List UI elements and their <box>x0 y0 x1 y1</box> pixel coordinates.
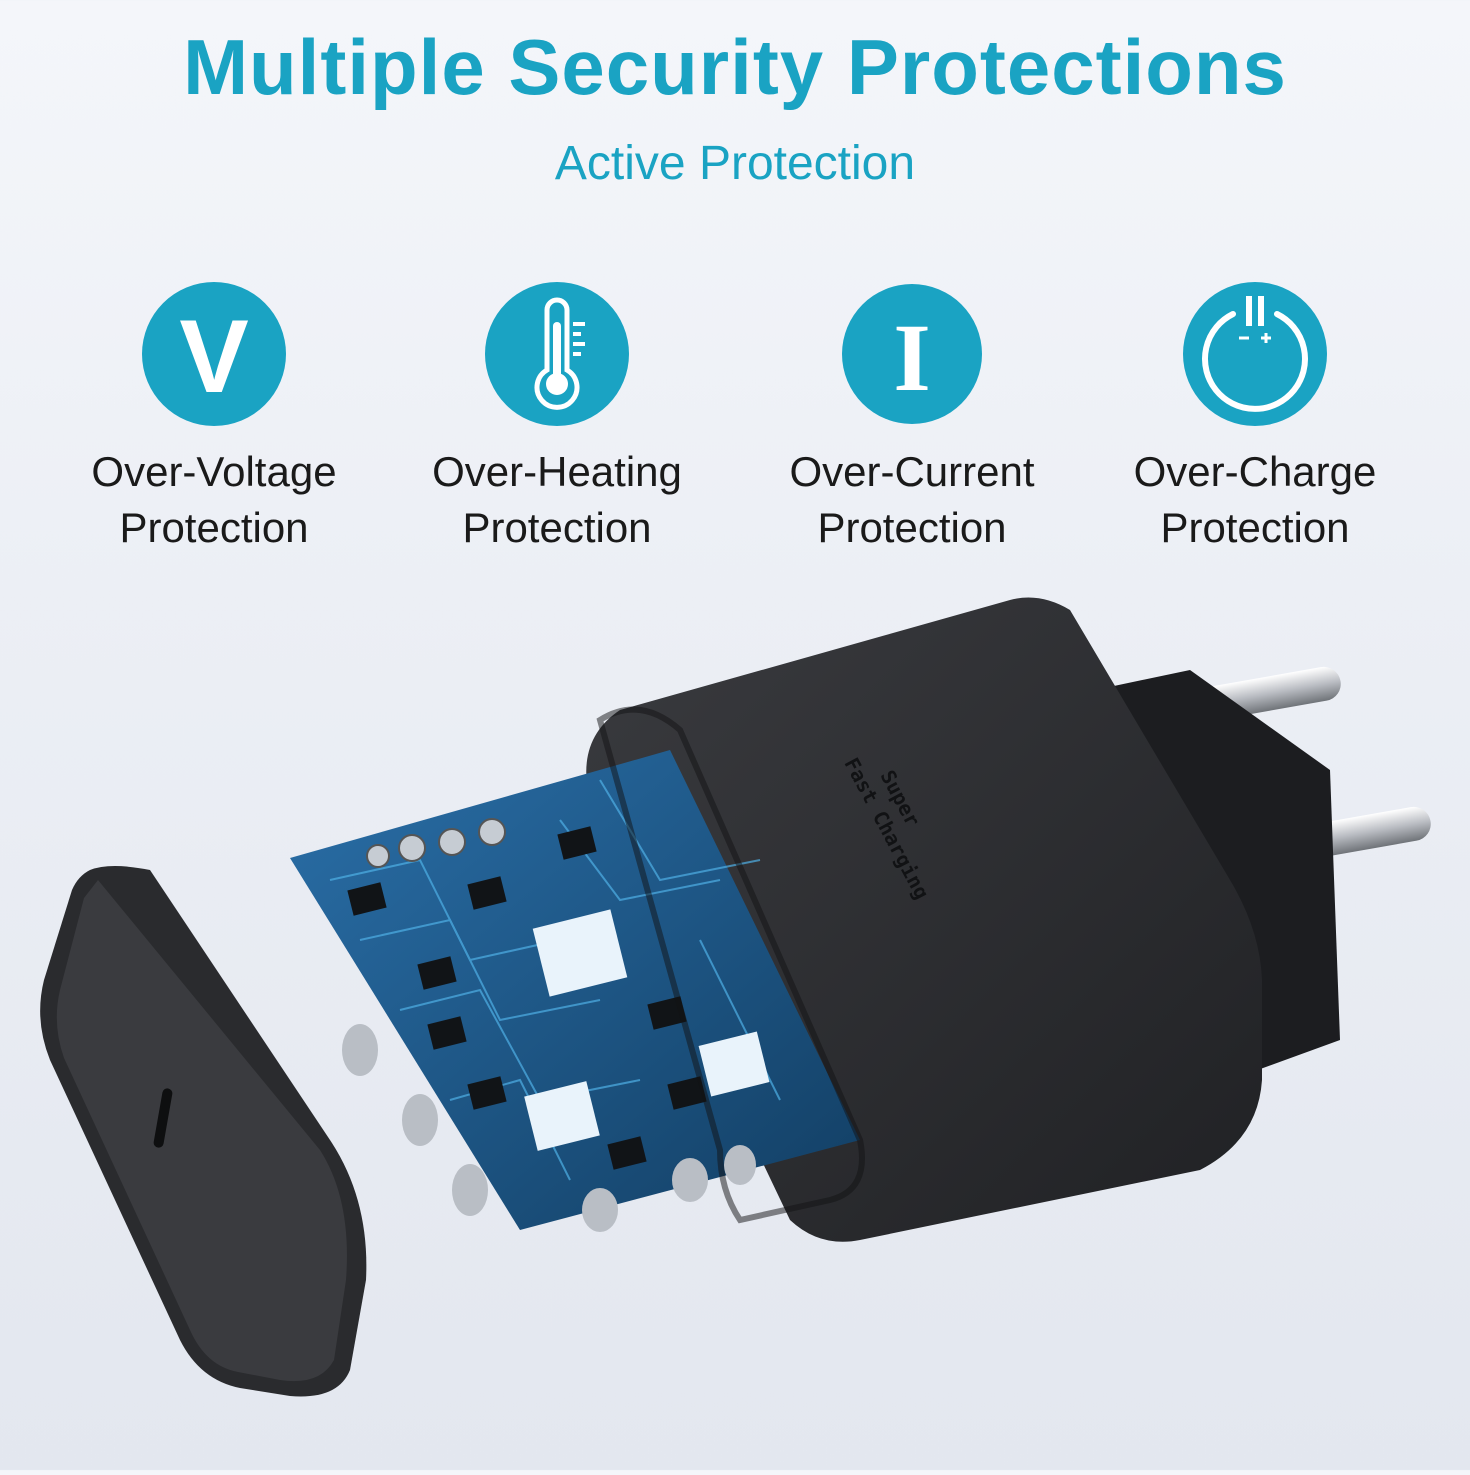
feature-label: Over-Heating Protection <box>397 444 717 556</box>
feature-over-charge: Over-Charge Protection <box>1095 282 1415 556</box>
current-i-icon: I <box>840 282 984 426</box>
current-glyph: I <box>893 304 930 411</box>
feature-label-line1: Over-Heating <box>432 448 682 495</box>
voltage-badge-circle <box>142 282 286 426</box>
feature-label-line2: Protection <box>462 504 652 551</box>
charger-end-cap <box>40 866 367 1397</box>
page-subtitle: Active Protection <box>554 137 916 190</box>
feature-over-voltage: V Over-Voltage Protection <box>54 282 374 556</box>
page-title: Multiple Security Protections <box>183 23 1287 111</box>
feature-label-line2: Protection <box>817 504 1007 551</box>
feature-label-line2: Protection <box>119 504 309 551</box>
charger-illustration: Super Fast Charging <box>0 580 1470 1470</box>
feature-label: Over-Charge Protection <box>1095 444 1415 556</box>
usb-c-port-icon <box>153 1088 173 1148</box>
feature-over-current: I Over-Current Protection <box>752 282 1072 556</box>
voltage-v-icon: V <box>142 282 286 426</box>
feature-label: Over-Voltage Protection <box>54 444 374 556</box>
feature-label: Over-Current Protection <box>752 444 1072 556</box>
feature-label-line1: Over-Voltage <box>91 448 337 495</box>
feature-label-line1: Over-Current <box>789 448 1035 495</box>
charger-rim <box>596 706 865 1224</box>
thermometer-icon <box>485 282 629 426</box>
feature-label-line1: Over-Charge <box>1133 448 1377 495</box>
current-badge-circle <box>842 284 982 424</box>
feature-over-heating: Over-Heating Protection <box>397 282 717 556</box>
power-plus-minus-icon <box>1183 282 1327 426</box>
voltage-glyph: V <box>179 299 248 415</box>
feature-label-line2: Protection <box>1160 504 1350 551</box>
circuit-board <box>290 750 860 1232</box>
protection-features: V Over-Voltage Protection Over-Heating P… <box>0 282 1470 572</box>
